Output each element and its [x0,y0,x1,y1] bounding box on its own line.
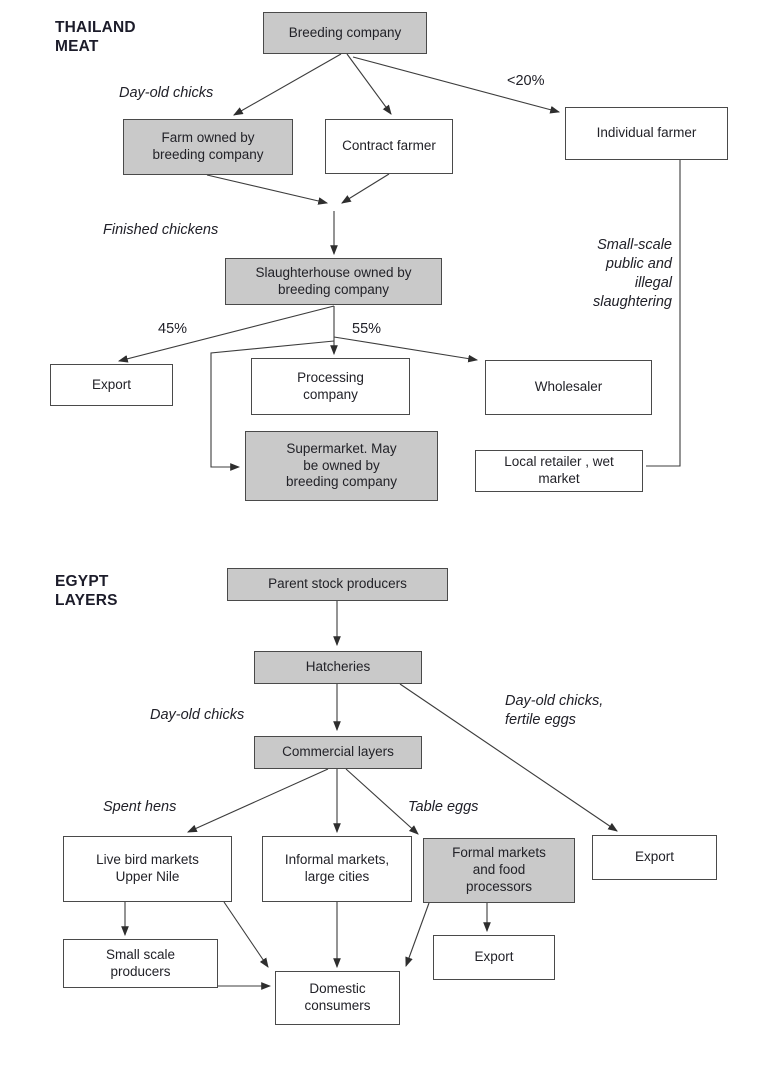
node-slaughterhouse: Slaughterhouse owned by breeding company [225,258,442,305]
node-processing-company: Processing company [251,358,410,415]
edge-breeding-to-contract [346,53,392,115]
node-contract-farmer: Contract farmer [325,119,453,174]
edge-breeding-to-individual [352,56,561,114]
label-day-old-chicks-fertile-eggs: Day-old chicks, fertile eggs [505,693,604,729]
edge-contract-to-junction [341,173,390,204]
node-export-egypt-mid: Export [433,935,555,980]
edge-livebird-to-domestic [223,901,269,968]
node-small-scale-producers: Small scale producers [63,939,218,988]
label-45-percent: 45% [158,321,188,337]
node-local-retailer-wet-market: Local retailer , wet market [475,450,643,492]
node-domestic-consumers: Domestic consumers [275,971,400,1025]
edge-formal-to-domestic [405,902,430,968]
node-supermarket: Supermarket. May be owned by breeding co… [245,431,438,501]
node-export-egypt-right: Export [592,835,717,880]
label-spent-hens: Spent hens [103,799,177,815]
section-title-thailand-meat: THAILAND MEAT [55,19,136,56]
node-farm-owned-by-breeding-company: Farm owned by breeding company [123,119,293,175]
edge-slaughterhouse-to-wholesaler [333,336,479,363]
label-day-old-chicks-thailand: Day-old chicks [119,85,214,101]
edge-breeding-to-farm [233,53,342,116]
label-small-scale-slaughtering: Small-scale public and illegal slaughter… [593,237,672,311]
node-informal-markets: Informal markets, large cities [262,836,412,902]
node-hatcheries: Hatcheries [254,651,422,684]
edge-hatcheries-to-export-right [399,683,618,832]
node-wholesaler: Wholesaler [485,360,652,415]
edge-commercial-to-livebird [186,768,329,833]
label-table-eggs: Table eggs [408,799,479,815]
node-breeding-company: Breeding company [263,12,427,54]
node-individual-farmer: Individual farmer [565,107,728,160]
node-formal-markets: Formal markets and food processors [423,838,575,903]
node-export-thailand: Export [50,364,173,406]
label-under-20-percent: <20% [507,73,545,89]
edge-farm-to-junction [206,174,329,205]
section-title-egypt-layers: EGYPT LAYERS [55,573,118,610]
edge-individual-to-local-retailer [646,160,681,467]
edge-commercial-to-formal [345,768,419,835]
edge-slaughterhouse-to-export [117,305,335,363]
label-finished-chickens: Finished chickens [103,222,219,238]
node-live-bird-markets: Live bird markets Upper Nile [63,836,232,902]
edge-slaughterhouse-to-supermarket [210,340,335,471]
label-day-old-chicks-egypt: Day-old chicks [150,707,245,723]
node-commercial-layers: Commercial layers [254,736,422,769]
label-55-percent: 55% [352,321,382,337]
node-parent-stock-producers: Parent stock producers [227,568,448,601]
